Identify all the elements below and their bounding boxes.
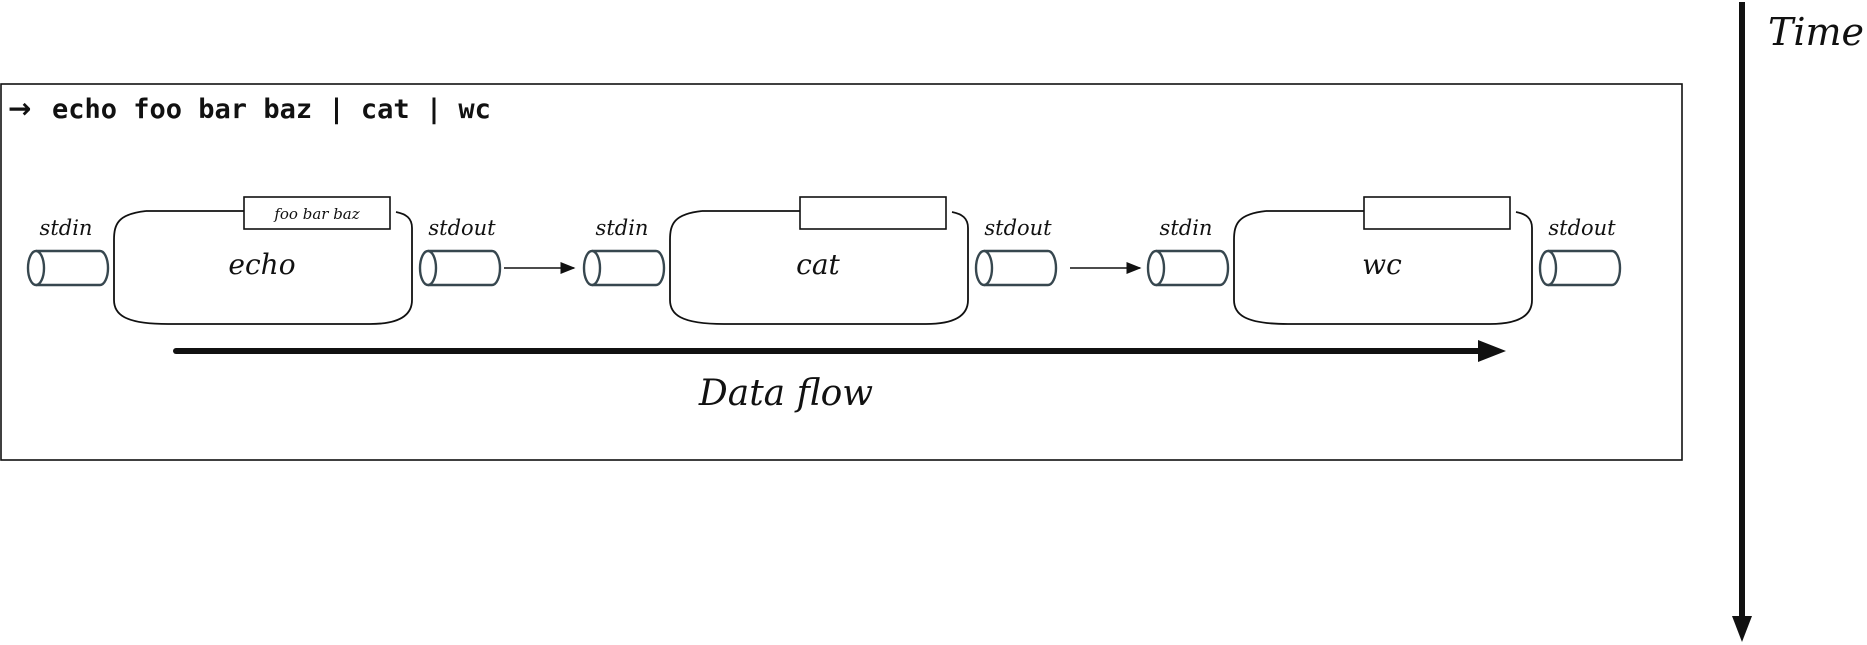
- prompt-arrow-icon: →: [8, 92, 31, 125]
- command-text: echo foo bar baz | cat | wc: [52, 94, 491, 125]
- stdin-label: stdin: [596, 216, 649, 240]
- process-name: echo: [228, 248, 295, 281]
- process-wc: stdin wc stdout: [1146, 196, 1622, 325]
- pipeline-frame: [0, 83, 1683, 461]
- process-body: [113, 210, 413, 325]
- stdin-pipe-icon: [26, 249, 110, 287]
- buffer-box: [243, 196, 391, 230]
- time-arrowhead-icon: [1732, 616, 1752, 642]
- time-axis: Time: [1732, 2, 1864, 642]
- process-body: [669, 210, 969, 325]
- stdout-label: stdout: [1548, 216, 1616, 240]
- stdout-label: stdout: [984, 216, 1052, 240]
- stdin-label: stdin: [40, 216, 93, 240]
- process-echo: stdin foo bar baz echo stdout: [26, 196, 502, 325]
- stdin-pipe-icon: [1146, 249, 1230, 287]
- stdout-pipe-icon: [974, 249, 1058, 287]
- buffer-box: [799, 196, 947, 230]
- buffer-content: foo bar baz: [273, 205, 359, 223]
- stdout-label: stdout: [428, 216, 496, 240]
- data-flow-label: Data flow: [698, 373, 873, 414]
- stdin-pipe-icon: [582, 249, 666, 287]
- process-cat: stdin cat stdout: [582, 196, 1058, 325]
- stdout-pipe-icon: [418, 249, 502, 287]
- stdout-pipe-icon: [1538, 249, 1622, 287]
- stdin-label: stdin: [1160, 216, 1213, 240]
- command-line: → echo foo bar baz | cat | wc: [8, 92, 491, 125]
- time-label: Time: [1768, 10, 1864, 54]
- process-body: [1233, 210, 1533, 325]
- data-flow-arrowhead-icon: [1478, 340, 1506, 362]
- process-name: wc: [1362, 248, 1402, 281]
- data-flow-arrow: Data flow: [173, 340, 1506, 414]
- process-name: cat: [796, 248, 840, 281]
- buffer-box: [1363, 196, 1511, 230]
